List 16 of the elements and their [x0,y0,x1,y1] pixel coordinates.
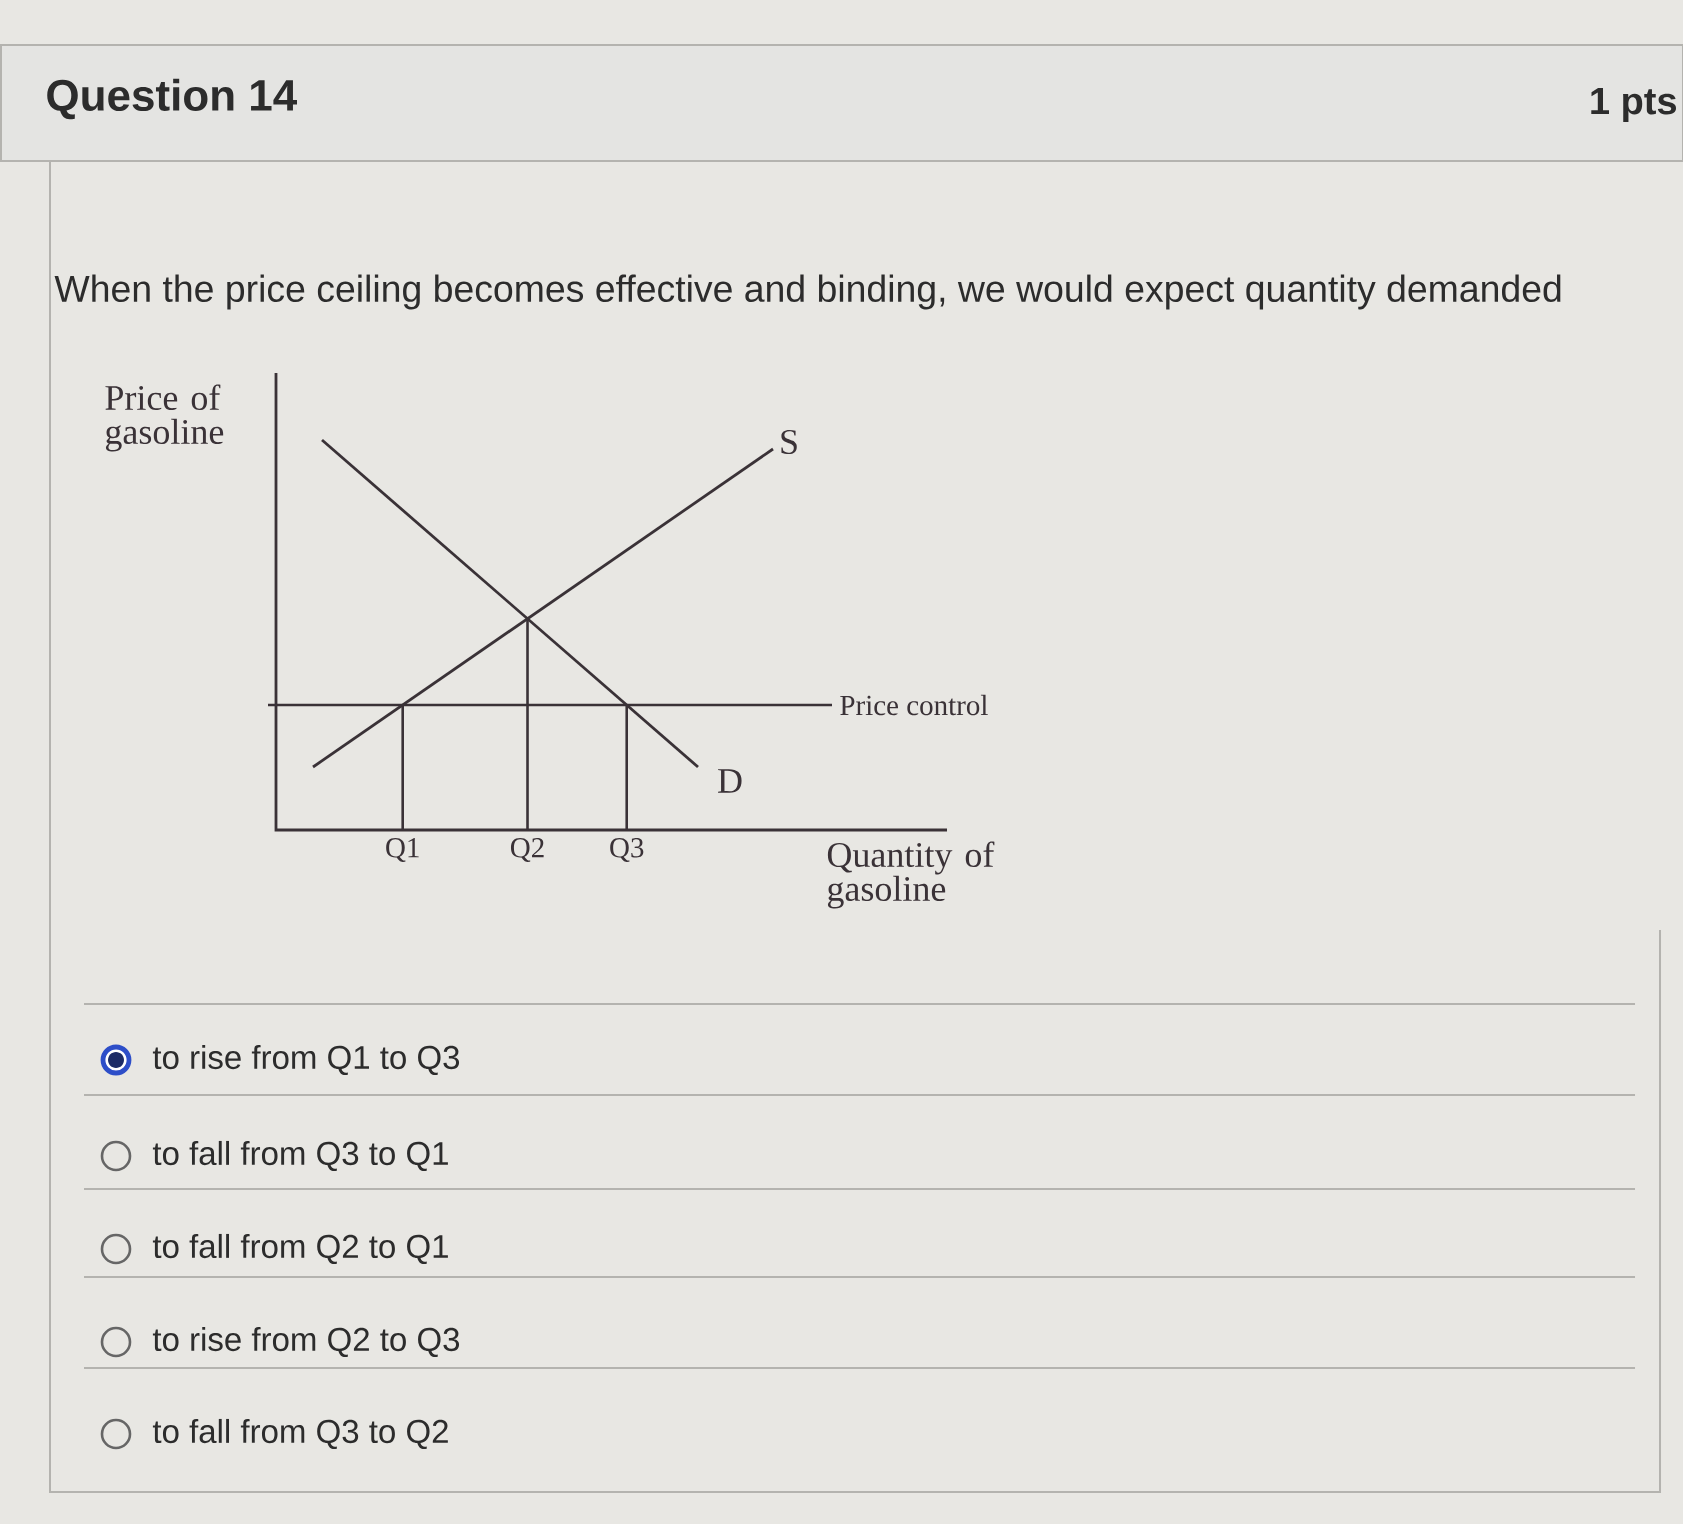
curve-label: S [781,429,797,455]
axis-label: Quantity of gasoline [827,841,995,909]
points-label: 1 pts [1591,88,1676,122]
tick-label: Q3 [610,838,644,862]
option-text: to rise from Q2 to Q3 [152,1326,460,1358]
option-text: to fall from Q3 to Q1 [152,1140,448,1172]
line-label: Price control [840,694,988,716]
option-text: to fall from Q3 to Q2 [152,1418,448,1450]
option-text: to rise from Q1 to Q3 [152,1044,460,1076]
option-text: to fall from Q2 to Q1 [152,1233,448,1265]
axis-label: Price of gasoline [105,384,224,452]
question-text: When the price ceiling becomes effective and binding, we would expect quantity demanded [54,274,1561,310]
tick-label: Q1 [386,838,419,862]
question-title: Question 14 [47,78,297,120]
tick-label: Q2 [510,838,544,862]
curve-label: D [718,769,742,793]
